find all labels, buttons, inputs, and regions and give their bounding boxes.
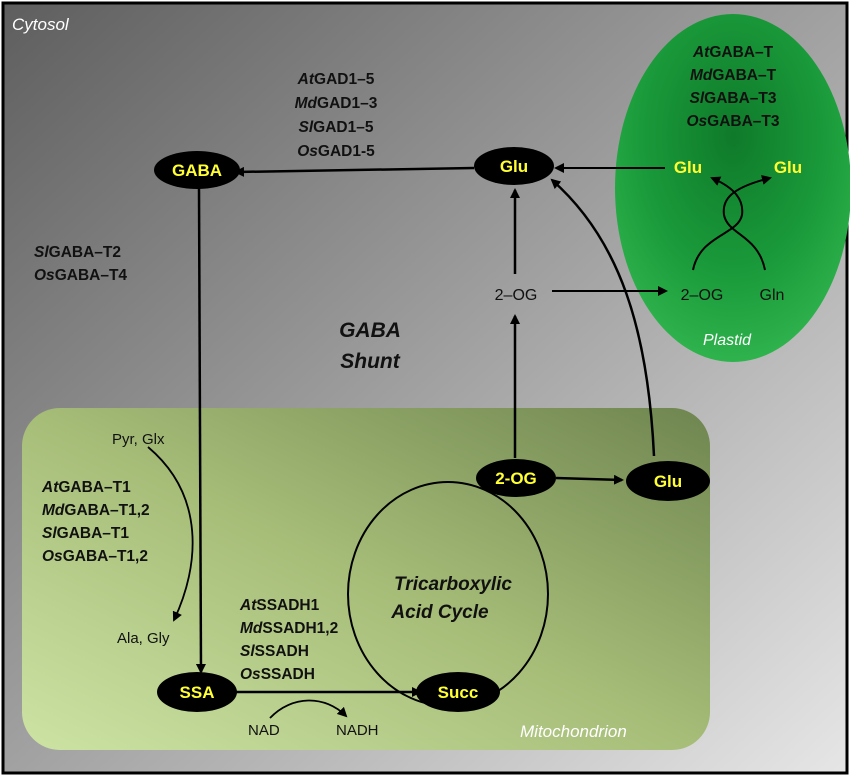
enzyme-gaba-t-plastid-item: MdGABA–T [690, 67, 777, 84]
arrow-og-to-glu-mito [555, 474, 624, 485]
tca-label-line1: Tricarboxylic [394, 574, 512, 595]
enzyme-gad-item: MdGAD1–3 [295, 95, 378, 112]
node-gaba: GABA [154, 151, 240, 189]
mitochondrion-label: Mitochondrion [520, 722, 627, 741]
enzyme-gaba-t-cytosol-item: SlGABA–T2 [34, 244, 121, 261]
nad-label: NAD [248, 722, 280, 739]
tca-label-line2: Acid Cycle [390, 602, 489, 623]
node-glu-cytosol: Glu [474, 147, 554, 185]
enzyme-gaba-t-cytosol-item: OsGABA–T4 [34, 267, 127, 284]
glu-plastid-1-label: Glu [674, 158, 702, 177]
pyr-glx-label: Pyr, Glx [112, 431, 165, 448]
mitochondrion-region [22, 408, 710, 750]
arrow-glu-to-gaba [234, 166, 475, 177]
enzyme-ssadh-item: MdSSADH1,2 [240, 620, 338, 637]
plastid-region [615, 14, 850, 362]
node-glu-mito: Glu [626, 461, 710, 501]
og-plastid-label: 2–OG [681, 287, 724, 304]
arrow-gaba-to-ssa [195, 187, 206, 674]
enzyme-ssadh-item: OsSSADH [240, 666, 315, 683]
arrow-plastid-og-to-glu [692, 176, 744, 271]
og-cytosol-label: 2–OG [495, 287, 538, 304]
enzyme-ssadh-item: SlSSADH [240, 643, 309, 660]
node-succ: Succ [416, 672, 500, 712]
arrow-plastid-gln-to-glu [722, 175, 772, 271]
enzyme-gad-item: AtGAD1–5 [297, 71, 375, 88]
arrow-glu-mito-to-cytosol [550, 178, 656, 457]
glu-plastid-2-label: Glu [774, 158, 802, 177]
nadh-label: NADH [336, 722, 379, 739]
enzyme-gaba-t-plastid-item: AtGABA–T [692, 44, 774, 61]
node-og-mito-label: 2-OG [495, 469, 537, 488]
ala-gly-label: Ala, Gly [117, 630, 170, 647]
gaba-shunt-title-line1: GABA [339, 319, 401, 342]
enzyme-gaba-t-plastid-item: SlGABA–T3 [689, 90, 776, 107]
node-glu-cytosol-label: Glu [500, 157, 528, 176]
enzyme-gaba-t-mito-item: AtGABA–T1 [41, 479, 131, 496]
node-glu-mito-label: Glu [654, 472, 682, 491]
node-ssa: SSA [157, 672, 237, 712]
node-og-mito: 2-OG [476, 459, 556, 497]
arrow-nad-to-nadh [269, 699, 348, 719]
enzyme-gaba-t-plastid-item: OsGABA–T3 [686, 113, 779, 130]
arrow-pyr-to-ala [147, 446, 194, 622]
plastid-label: Plastid [703, 332, 752, 349]
node-gaba-label: GABA [172, 161, 222, 180]
node-succ-label: Succ [438, 683, 479, 702]
enzyme-ssadh-item: AtSSADH1 [239, 597, 320, 614]
enzyme-gad-item: SlGAD1–5 [299, 119, 374, 136]
enzyme-gaba-t-mito-item: MdGABA–T1,2 [42, 502, 150, 519]
node-ssa-label: SSA [180, 683, 215, 702]
enzyme-gaba-t-mito-item: SlGABA–T1 [42, 525, 129, 542]
gln-label: Gln [760, 287, 785, 304]
gaba-shunt-title-line2: Shunt [340, 350, 400, 373]
enzyme-gad-item: OsGAD1-5 [297, 143, 375, 160]
enzyme-gaba-t-mito-item: OsGABA–T1,2 [42, 548, 148, 565]
cytosol-label: Cytosol [12, 15, 70, 34]
